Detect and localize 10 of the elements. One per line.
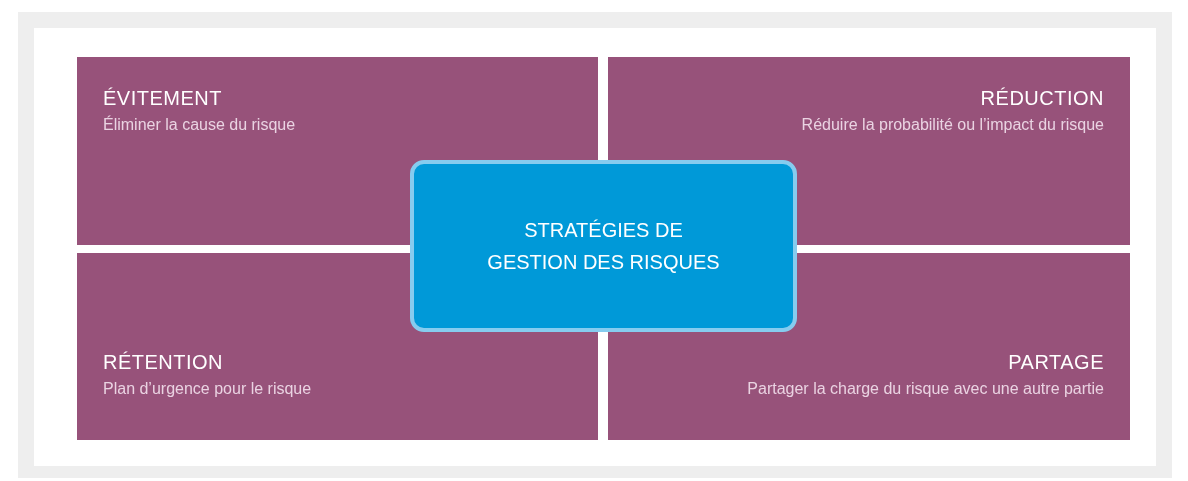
strategy-box xyxy=(410,160,797,332)
heading-text: RÉDUCTION xyxy=(980,87,1104,110)
heading-text: RÉTENTION xyxy=(103,351,224,374)
description-text: Éliminer la cause du risque xyxy=(103,116,296,134)
description-text: Partager la charge du risque avec une autre partie xyxy=(747,380,1104,398)
heading-text: ÉVITEMENT xyxy=(103,87,222,110)
description-text: Réduire la probabilité ou l’impact du risque xyxy=(801,116,1104,134)
heading-text: PARTAGE xyxy=(1008,351,1104,374)
description-text: Plan d’urgence pour le risque xyxy=(103,380,312,398)
center-title: STRATÉGIES DE GESTION DES RISQUES xyxy=(486,218,721,275)
